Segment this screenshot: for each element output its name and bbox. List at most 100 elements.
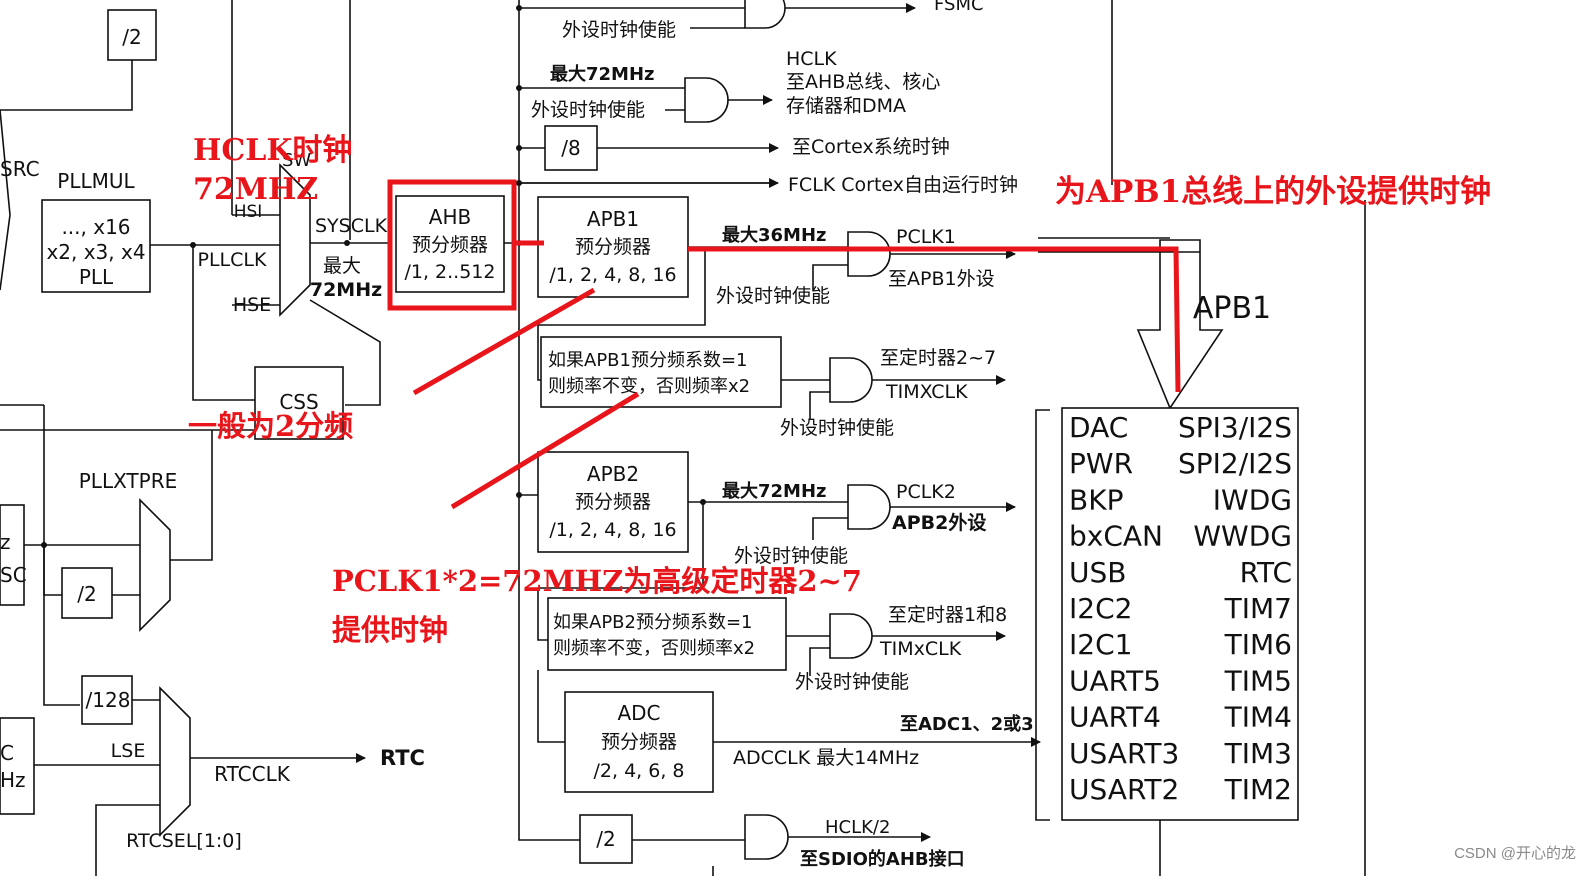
annotations: HCLK时钟 72MHZ 为APB1总线上的外设提供时钟 一般为2分频 PCLK…	[188, 133, 1491, 647]
apb1-sub: 预分频器	[575, 236, 651, 258]
tim-enable1-label: 外设时钟使能	[780, 417, 894, 439]
adc-prescaler: ADC 预分频器 /2, 4, 6, 8	[564, 691, 714, 793]
sysclk-label: SYSCLK	[315, 215, 388, 237]
lse-label: LSE	[111, 740, 146, 762]
apb1-peripheral-left: I2C2	[1069, 592, 1132, 625]
left-section: /2 SRC PLLMUL ..., x16 x2, x3, x4 PLL PL…	[0, 0, 425, 876]
sdio-label: 至SDIO的AHB接口	[800, 848, 965, 870]
tim-mul2-line2: 则频率不变，否则频率x2	[553, 638, 755, 659]
div128-box	[81, 675, 133, 725]
pclk2-label: PCLK2	[896, 481, 956, 503]
pllxtpre-div2-box	[61, 567, 113, 619]
cortex-div8-box	[544, 125, 598, 171]
fsmc-label: FSMC	[934, 0, 984, 15]
cortex-div8-label: /8	[561, 136, 580, 160]
pclk2-enable-label: 外设时钟使能	[734, 545, 848, 567]
hclk-desc2: 存储器和DMA	[786, 95, 906, 117]
osc-frag-hz: z	[0, 530, 11, 554]
pll-line1: ..., x16	[61, 215, 130, 239]
apb1-peripheral-right: TIM5	[1224, 664, 1292, 697]
apb1-peripheral-right: SPI2/I2S	[1178, 447, 1292, 480]
pllxtpre-mux	[139, 498, 171, 632]
apb1-range: /1, 2, 4, 8, 16	[549, 264, 676, 286]
pclk1-dest-label: 至APB1外设	[888, 268, 995, 290]
pclk1-and-gate	[847, 231, 891, 277]
rtcsel-label: RTCSEL[1:0]	[126, 830, 242, 852]
adc-sub: 预分频器	[601, 731, 677, 753]
lse-frag-hz: Hz	[0, 768, 26, 792]
sdio-and-gate	[744, 814, 789, 860]
pclk2-and-gate	[847, 484, 891, 530]
apb1-peripheral-left: USART3	[1069, 737, 1179, 770]
apb1-peripheral-left: UART5	[1069, 664, 1161, 697]
watermark: CSDN @开心的龙	[1454, 845, 1576, 862]
apb2-prescaler: APB2 预分频器 /1, 2, 4, 8, 16	[537, 451, 689, 553]
pclk1-label: PCLK1	[896, 226, 956, 248]
apb1-bus-label: APB1	[1193, 291, 1271, 326]
ahb-sub: 预分频器	[412, 234, 488, 256]
hclk-desc1: 至AHB总线、核心	[786, 71, 940, 93]
pclk2-dest-label: APB2外设	[892, 511, 986, 534]
pllxtpre-label: PLLXTPRE	[79, 469, 178, 493]
left-osc-box	[0, 504, 25, 606]
pclk-note-line2: 提供时钟	[332, 613, 448, 647]
sw-mux	[279, 163, 311, 317]
tim18-label: 至定时器1和8	[888, 604, 1007, 626]
osc-frag-sc: SC	[0, 563, 27, 587]
apb1-peripheral-right: TIM6	[1224, 628, 1292, 661]
css-box	[254, 366, 344, 440]
apb1-peripherals-box	[1061, 407, 1299, 821]
timxclk-and-gate	[829, 357, 873, 403]
lse-osc-box	[0, 717, 35, 815]
apb2-sub: 预分频器	[575, 491, 651, 513]
apb2-title: APB2	[587, 462, 639, 486]
apb2-range: /1, 2, 4, 8, 16	[549, 519, 676, 541]
ahb-range: /1, 2..512	[404, 261, 495, 283]
fsmc-enable-label: 外设时钟使能	[562, 19, 676, 41]
pll-line2: x2, x3, x4	[46, 240, 145, 264]
adc-dest-label: 至ADC1、2或3	[900, 713, 1034, 735]
pllclk-label: PLLCLK	[198, 249, 267, 271]
apb1-peripheral-right: IWDG	[1213, 483, 1292, 516]
sw-label: SW	[282, 150, 311, 171]
pllxtpre-div2-label: /2	[77, 582, 96, 606]
pclk1-enable-label: 外设时钟使能	[716, 285, 830, 307]
apb1-peripheral-left: UART4	[1069, 701, 1161, 734]
timxclk2-and-gate	[829, 613, 873, 659]
apb1-title: APB1	[587, 207, 639, 231]
pll-box	[41, 199, 151, 293]
sysclk-max-line1: 最大	[323, 255, 361, 277]
tim-enable2-label: 外设时钟使能	[795, 671, 909, 693]
hclk-label: HCLK	[786, 48, 837, 70]
apb1-peripheral-right: SPI3/I2S	[1178, 411, 1292, 444]
apb1-note: 为APB1总线上的外设提供时钟	[1055, 174, 1491, 210]
rtcclk-label: RTCCLK	[214, 762, 291, 786]
div128-label: /128	[86, 688, 131, 712]
adc-title: ADC	[617, 701, 660, 725]
sdio-div2-label: /2	[596, 827, 615, 851]
tim-mul2-line1: 如果APB2预分频系数=1	[553, 612, 753, 633]
apb1-peripheral-left: bxCAN	[1069, 520, 1163, 553]
hse-label: HSE	[233, 294, 271, 316]
sdio-div2-box	[579, 814, 633, 864]
pllmul-label: PLLMUL	[57, 169, 135, 193]
timxclk2-label: TIMxCLK	[879, 638, 962, 660]
hsi-label: HSI	[234, 202, 263, 222]
ahb-prescaler: AHB 预分频器 /1, 2..512	[395, 195, 505, 293]
rtcsel-mux	[159, 686, 191, 837]
apb1-peripheral-left: I2C1	[1069, 628, 1132, 661]
top-divider-label: /2	[122, 25, 141, 49]
apb1-max-label: 最大36MHz	[722, 224, 827, 246]
hclk-max-label: 最大72MHz	[550, 63, 655, 85]
css-label: CSS	[279, 390, 318, 414]
pclk-note-line1: PCLK1*2=72MHZ为高级定时器2~7	[332, 564, 862, 598]
apb1-peripheral-left: USART2	[1069, 773, 1179, 806]
fclk-label: FCLK Cortex自由运行时钟	[788, 174, 1018, 196]
cortex-label: 至Cortex系统时钟	[792, 136, 950, 158]
apb1-bus-arrow	[1136, 239, 1224, 410]
hclk2-label: HCLK/2	[825, 817, 890, 838]
tim-multiplier2-box	[547, 597, 787, 671]
apb1-prescaler: APB1 预分频器 /1, 2, 4, 8, 16	[537, 196, 689, 298]
apb1-peripheral-right: TIM2	[1224, 773, 1292, 806]
apb1-peripheral-right: WWDG	[1193, 520, 1292, 553]
